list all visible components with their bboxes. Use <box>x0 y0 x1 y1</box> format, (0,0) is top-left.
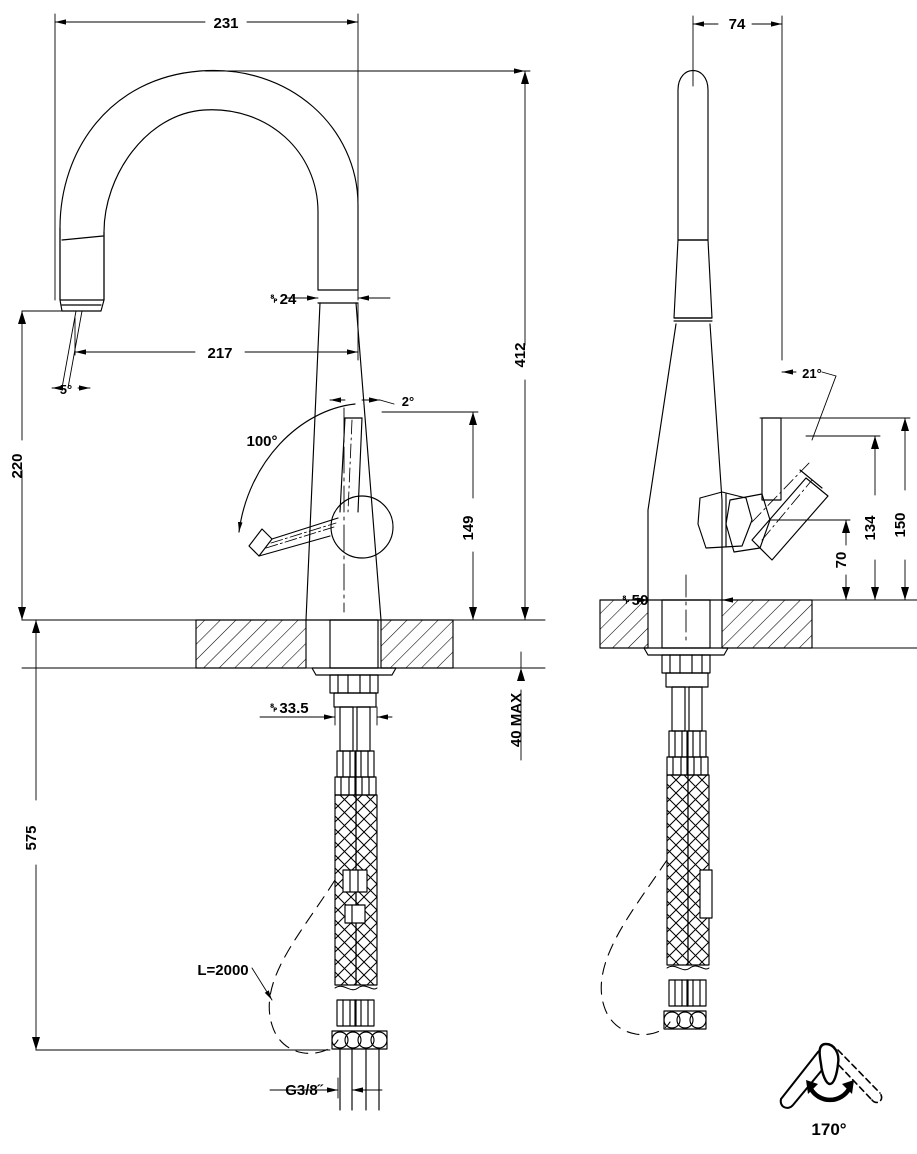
dim-overall-height: 412 <box>512 342 529 367</box>
dim-shank-diameter: ␠33.5 <box>267 700 308 717</box>
side-view-lever <box>697 417 829 561</box>
side-view-supply-hoses <box>663 686 713 1030</box>
dim-lever-pivot-height: 149 <box>460 515 477 540</box>
front-view-mounting-hardware <box>311 667 397 708</box>
side-view-countertop-section <box>599 599 917 649</box>
dimension-labels: 231 217 ␠24 412 220 575 149 40 MAX ␠33.5… <box>9 15 909 1139</box>
swivel-range-label: 170° <box>811 1120 846 1139</box>
front-view-supply-hoses <box>331 706 388 1111</box>
dim-overall-reach: 231 <box>213 15 238 32</box>
dim-spout-tip-angle: 5° <box>60 382 72 397</box>
front-view-countertop-section <box>21 619 531 669</box>
side-view-pullout-hose-loop <box>600 859 671 1036</box>
front-view-dimension-lines <box>18 13 546 1099</box>
side-view-dimension-lines <box>611 15 911 611</box>
dim-body-taper-angle: 2° <box>402 394 414 409</box>
dim-total-height: 575 <box>23 825 40 850</box>
dim-lever-base-height: 70 <box>833 552 850 569</box>
dim-spout-tube-diameter: ␠24 <box>268 291 297 308</box>
dim-base-diameter: ␠50 <box>620 592 649 609</box>
dim-hose-length: L=2000 <box>197 962 248 979</box>
front-view-spout-outline <box>59 69 359 312</box>
dim-spout-reach: 217 <box>207 345 232 362</box>
lever-swing-arc <box>238 403 356 533</box>
swivel-range-icon <box>779 1042 883 1109</box>
front-view-pullout-hose-loop <box>268 879 339 1054</box>
dim-lever-tilt-angle: 21° <box>802 366 822 381</box>
side-view-outline <box>647 69 723 641</box>
dim-spout-outlet-height: 220 <box>9 453 26 478</box>
dim-hose-thread: G3/8˝ <box>285 1082 324 1099</box>
side-view-mounting-hardware <box>643 647 729 688</box>
dim-lever-swing-angle: 100° <box>246 433 277 450</box>
dim-lever-mid-height: 134 <box>862 515 879 541</box>
dim-depth-top: 74 <box>729 16 746 33</box>
dim-deck-thickness-max: 40 MAX <box>508 693 525 747</box>
dim-lever-top-height: 150 <box>892 512 909 537</box>
front-view-lever <box>248 417 394 559</box>
